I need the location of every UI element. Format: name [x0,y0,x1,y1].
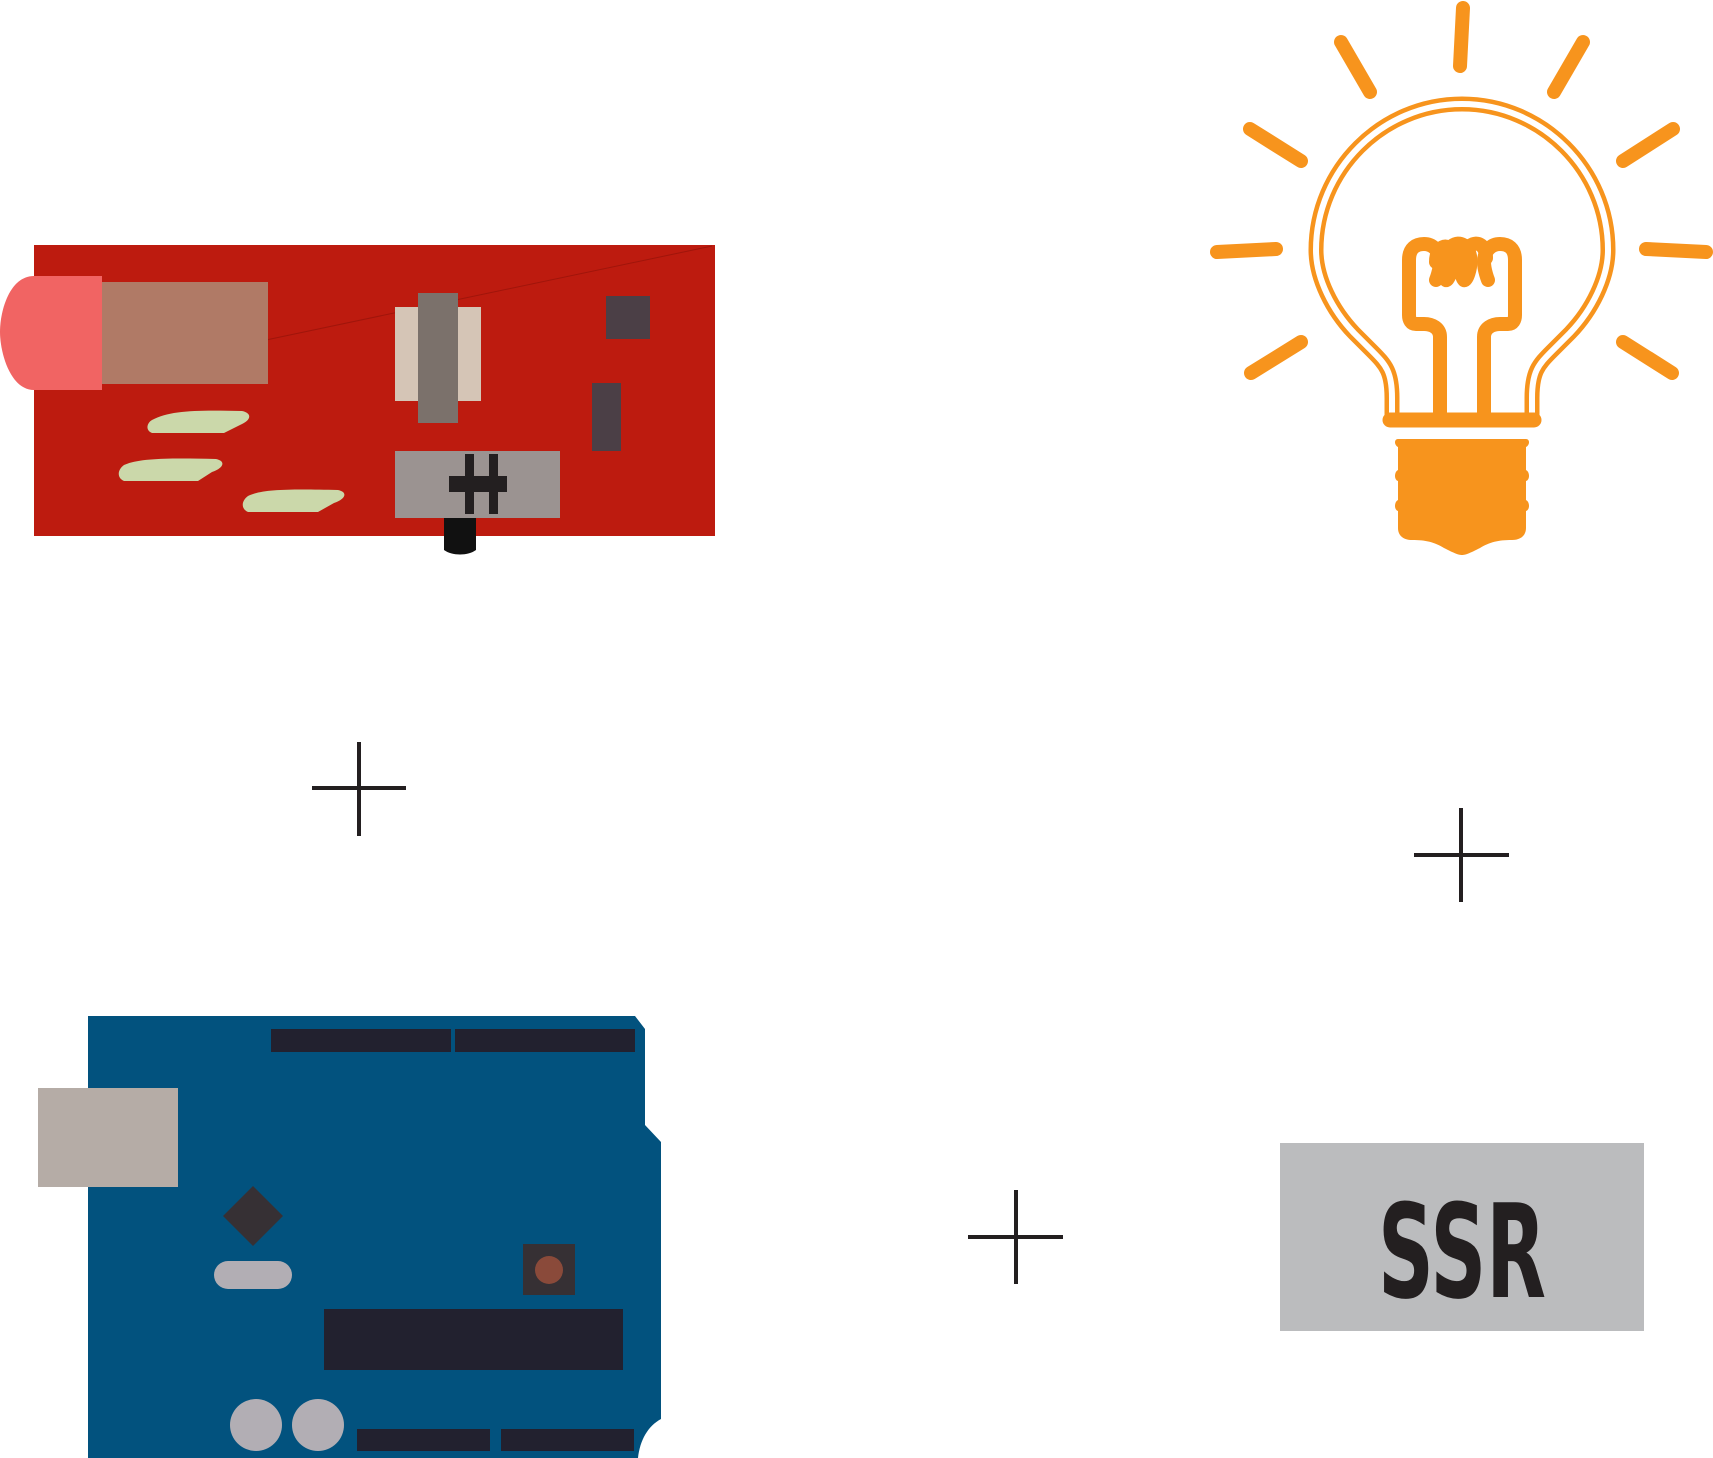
arduino-capacitor [230,1399,282,1451]
rf-pad [118,458,223,481]
arduino-board [38,1016,661,1458]
ssr-label: SSR [1378,1176,1546,1328]
rf-pad [147,410,250,433]
arduino-oscillator [214,1261,292,1289]
rf-switch-contacts [449,454,507,514]
arduino-board-body [88,1016,661,1458]
rf-switch-tab [444,518,476,555]
rf-header-dark [418,293,458,423]
arduino-mcu-chip [324,1309,623,1370]
plus-marker [312,742,406,836]
bulb-base [1395,439,1529,555]
plus-marker [968,1190,1063,1284]
ssr-relay: SSR [1280,1143,1644,1331]
rf-trace-line [265,245,713,341]
plus-marker [1414,808,1509,902]
bulb-filament [1402,236,1522,427]
arduino-header [455,1029,635,1052]
arduino-capacitor [292,1399,344,1451]
light-bulb [1210,1,1713,555]
bulb-rays [1210,1,1713,380]
rf-module [0,245,715,555]
arduino-diamond-component [223,1186,283,1246]
ssr-body [1280,1143,1644,1331]
arduino-header [501,1429,634,1451]
rf-antenna [0,276,102,390]
arduino-header [271,1029,451,1052]
rf-pad [242,489,345,512]
arduino-header [357,1429,490,1451]
bulb-glass-inner [1313,101,1611,423]
rf-chip [592,383,621,451]
arduino-reset-button-cap [535,1256,563,1284]
arduino-usb-port [38,1088,178,1187]
rf-chip [606,296,650,339]
rf-connector [102,282,268,384]
